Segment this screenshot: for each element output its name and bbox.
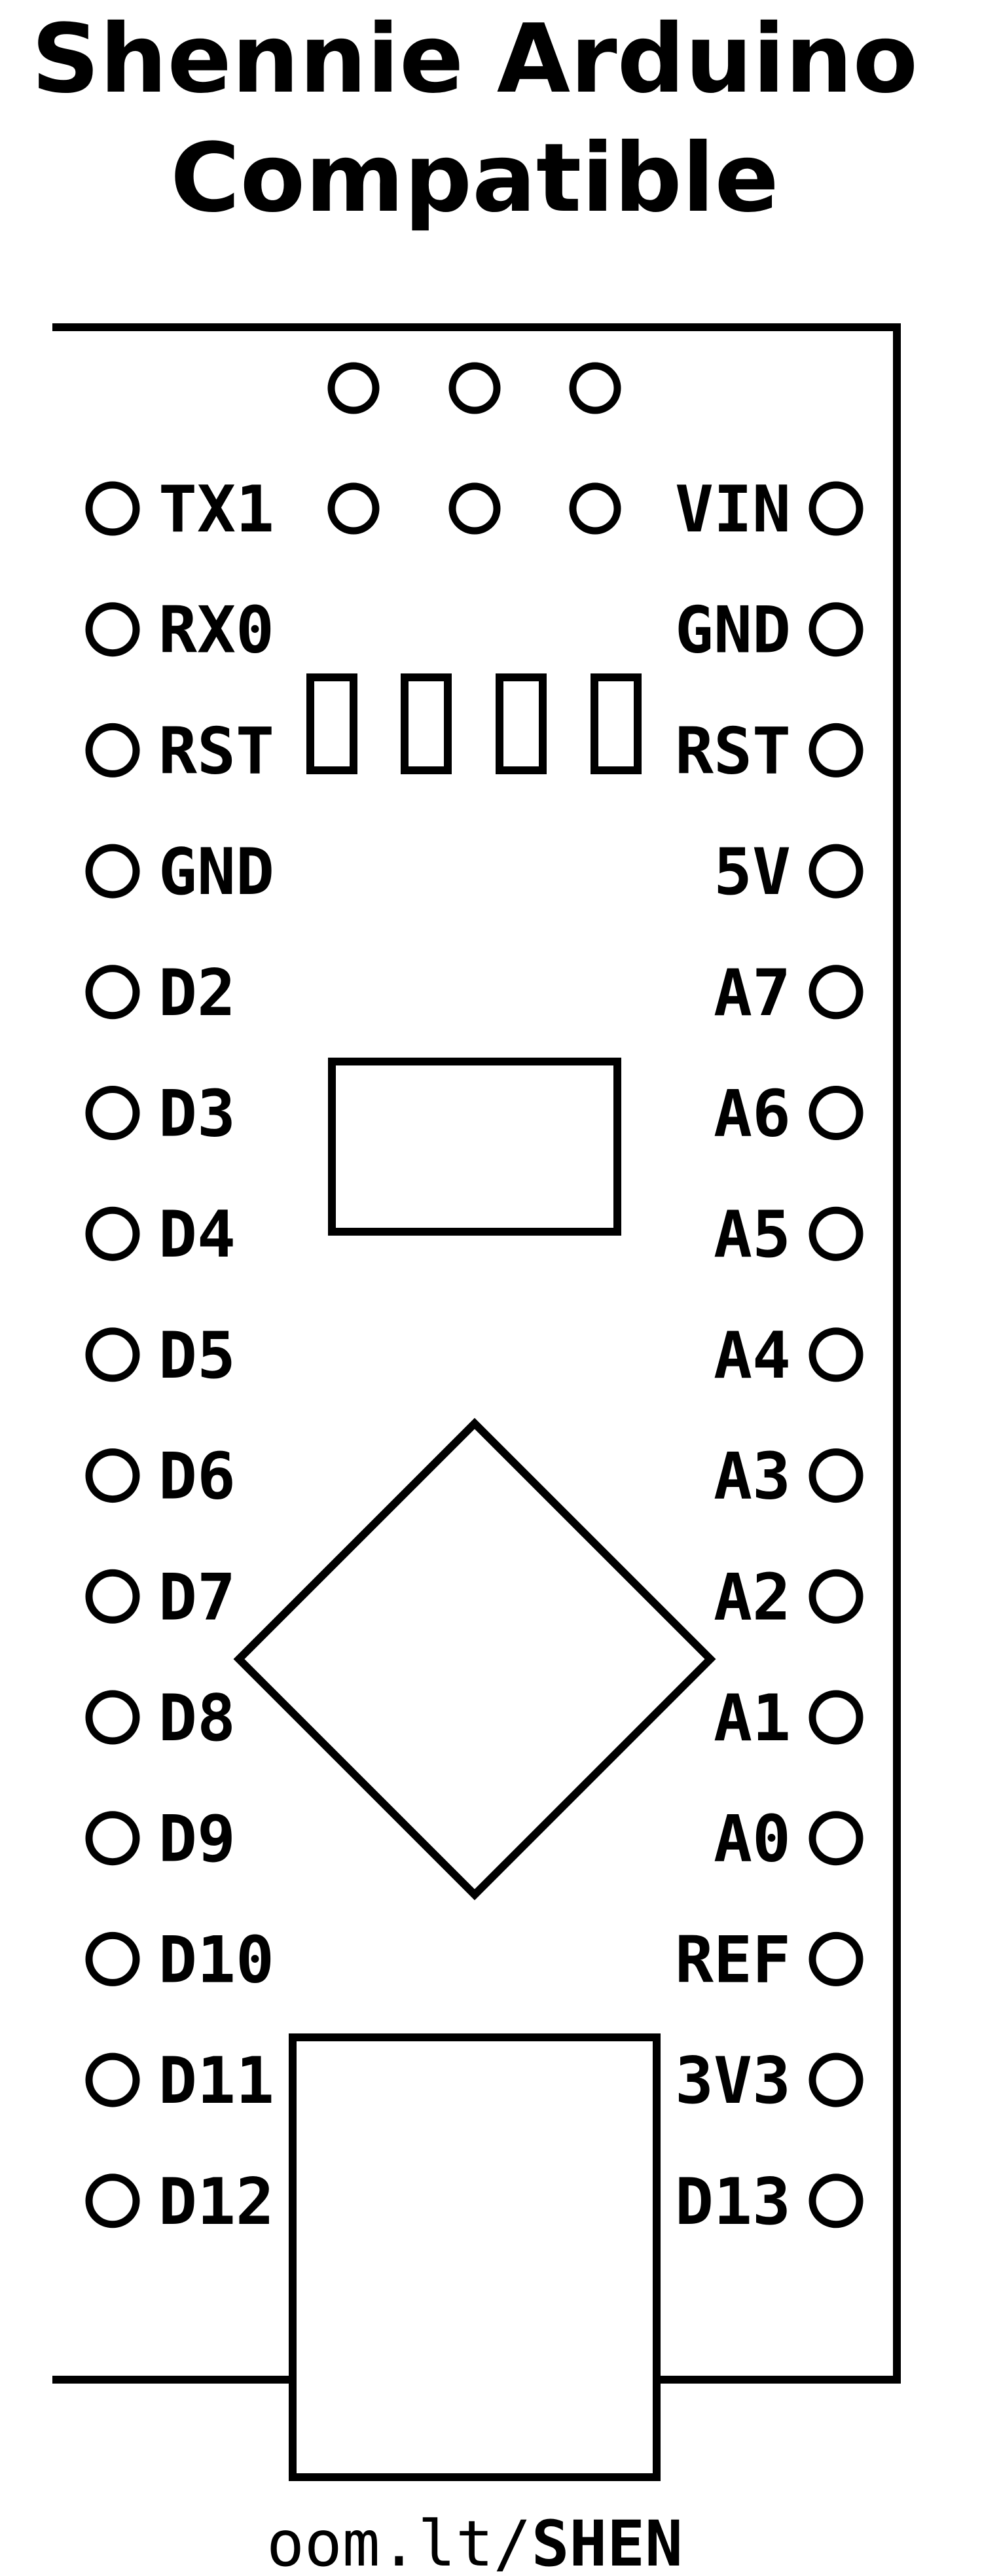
- left-pin-hole: [85, 481, 140, 536]
- right-pin-hole: [809, 1569, 864, 1624]
- left-pin-label: D3: [158, 1077, 236, 1152]
- right-pin-hole: [809, 844, 864, 899]
- right-pin-label: GND: [675, 594, 791, 668]
- right-pin-label: REF: [675, 1923, 791, 1997]
- right-pin-hole: [809, 1448, 864, 1503]
- right-pin-hole: [809, 2174, 864, 2228]
- right-pin-label: D13: [675, 2165, 791, 2240]
- right-pin-hole: [809, 1206, 864, 1261]
- led-row: [306, 673, 642, 774]
- microcontroller-chip: [233, 1418, 716, 1901]
- left-pin-hole: [85, 1569, 140, 1624]
- right-pin-hole: [809, 1931, 864, 1986]
- left-pin-hole: [85, 1327, 140, 1382]
- left-pin-label: TX1: [158, 473, 274, 547]
- footer-code: SHEN: [532, 2507, 683, 2576]
- left-pin-label: D9: [158, 1802, 236, 1877]
- right-pin-hole: [809, 602, 864, 657]
- left-pin-label: D6: [158, 1440, 236, 1514]
- header-hole: [327, 482, 380, 535]
- right-pin-hole: [809, 723, 864, 778]
- header-hole: [327, 362, 380, 414]
- right-pin-label: A7: [714, 956, 791, 1031]
- left-pin-label: RX0: [158, 594, 274, 668]
- right-pin-label: VIN: [675, 473, 791, 547]
- right-pin-label: RST: [675, 714, 791, 789]
- left-pin-hole: [85, 1206, 140, 1261]
- left-pin-hole: [85, 602, 140, 657]
- right-pin-label: A5: [714, 1198, 791, 1272]
- left-pin-label: D12: [158, 2165, 274, 2240]
- left-pin-label: D5: [158, 1319, 236, 1393]
- right-pin-label: 3V3: [675, 2044, 791, 2119]
- led-indicator: [306, 673, 357, 774]
- right-pin-hole: [809, 1327, 864, 1382]
- title-line-2: Compatible: [170, 123, 779, 234]
- left-pin-hole: [85, 1931, 140, 1986]
- right-pin-hole: [809, 481, 864, 536]
- right-pin-label: A0: [714, 1802, 791, 1877]
- left-pin-hole: [85, 844, 140, 899]
- right-pin-label: A4: [714, 1319, 791, 1393]
- left-pin-label: D2: [158, 956, 236, 1031]
- title-line-1: Shennie Arduino: [31, 4, 918, 115]
- right-pin-hole: [809, 965, 864, 1020]
- left-pin-label: D4: [158, 1198, 236, 1272]
- right-pin-hole: [809, 2052, 864, 2107]
- header-hole: [569, 482, 621, 535]
- right-pin-label: A1: [714, 1681, 791, 1756]
- usb-connector: [289, 2033, 661, 2481]
- board-outline: [52, 323, 901, 2384]
- left-pin-hole: [85, 2052, 140, 2107]
- right-pin-hole: [809, 1086, 864, 1140]
- right-pin-label: A3: [714, 1440, 791, 1514]
- left-pin-hole: [85, 1811, 140, 1866]
- left-pin-hole: [85, 2174, 140, 2228]
- left-pin-label: D10: [158, 1923, 274, 1997]
- led-indicator: [401, 673, 452, 774]
- left-pin-label: D7: [158, 1560, 236, 1635]
- right-pin-label: A2: [714, 1560, 791, 1635]
- left-pin-label: D8: [158, 1681, 236, 1756]
- left-pin-label: RST: [158, 714, 274, 789]
- led-indicator: [496, 673, 547, 774]
- right-pin-hole: [809, 1811, 864, 1866]
- right-pin-label: A6: [714, 1077, 791, 1152]
- left-pin-hole: [85, 1690, 140, 1745]
- footer-link: oom.lt/SHEN: [266, 2507, 683, 2576]
- left-pin-label: D11: [158, 2044, 274, 2119]
- header-hole: [448, 482, 501, 535]
- led-indicator: [591, 673, 642, 774]
- right-pin-label: 5V: [714, 835, 791, 910]
- top-header: [327, 362, 621, 535]
- footer-prefix: oom.lt/: [266, 2507, 532, 2576]
- header-hole: [448, 362, 501, 414]
- left-pin-hole: [85, 1086, 140, 1140]
- right-pin-hole: [809, 1690, 864, 1745]
- reset-button-outline: [328, 1058, 621, 1236]
- left-pin-label: GND: [158, 835, 274, 910]
- left-pin-hole: [85, 1448, 140, 1503]
- left-pin-hole: [85, 965, 140, 1020]
- header-hole: [569, 362, 621, 414]
- left-pin-hole: [85, 723, 140, 778]
